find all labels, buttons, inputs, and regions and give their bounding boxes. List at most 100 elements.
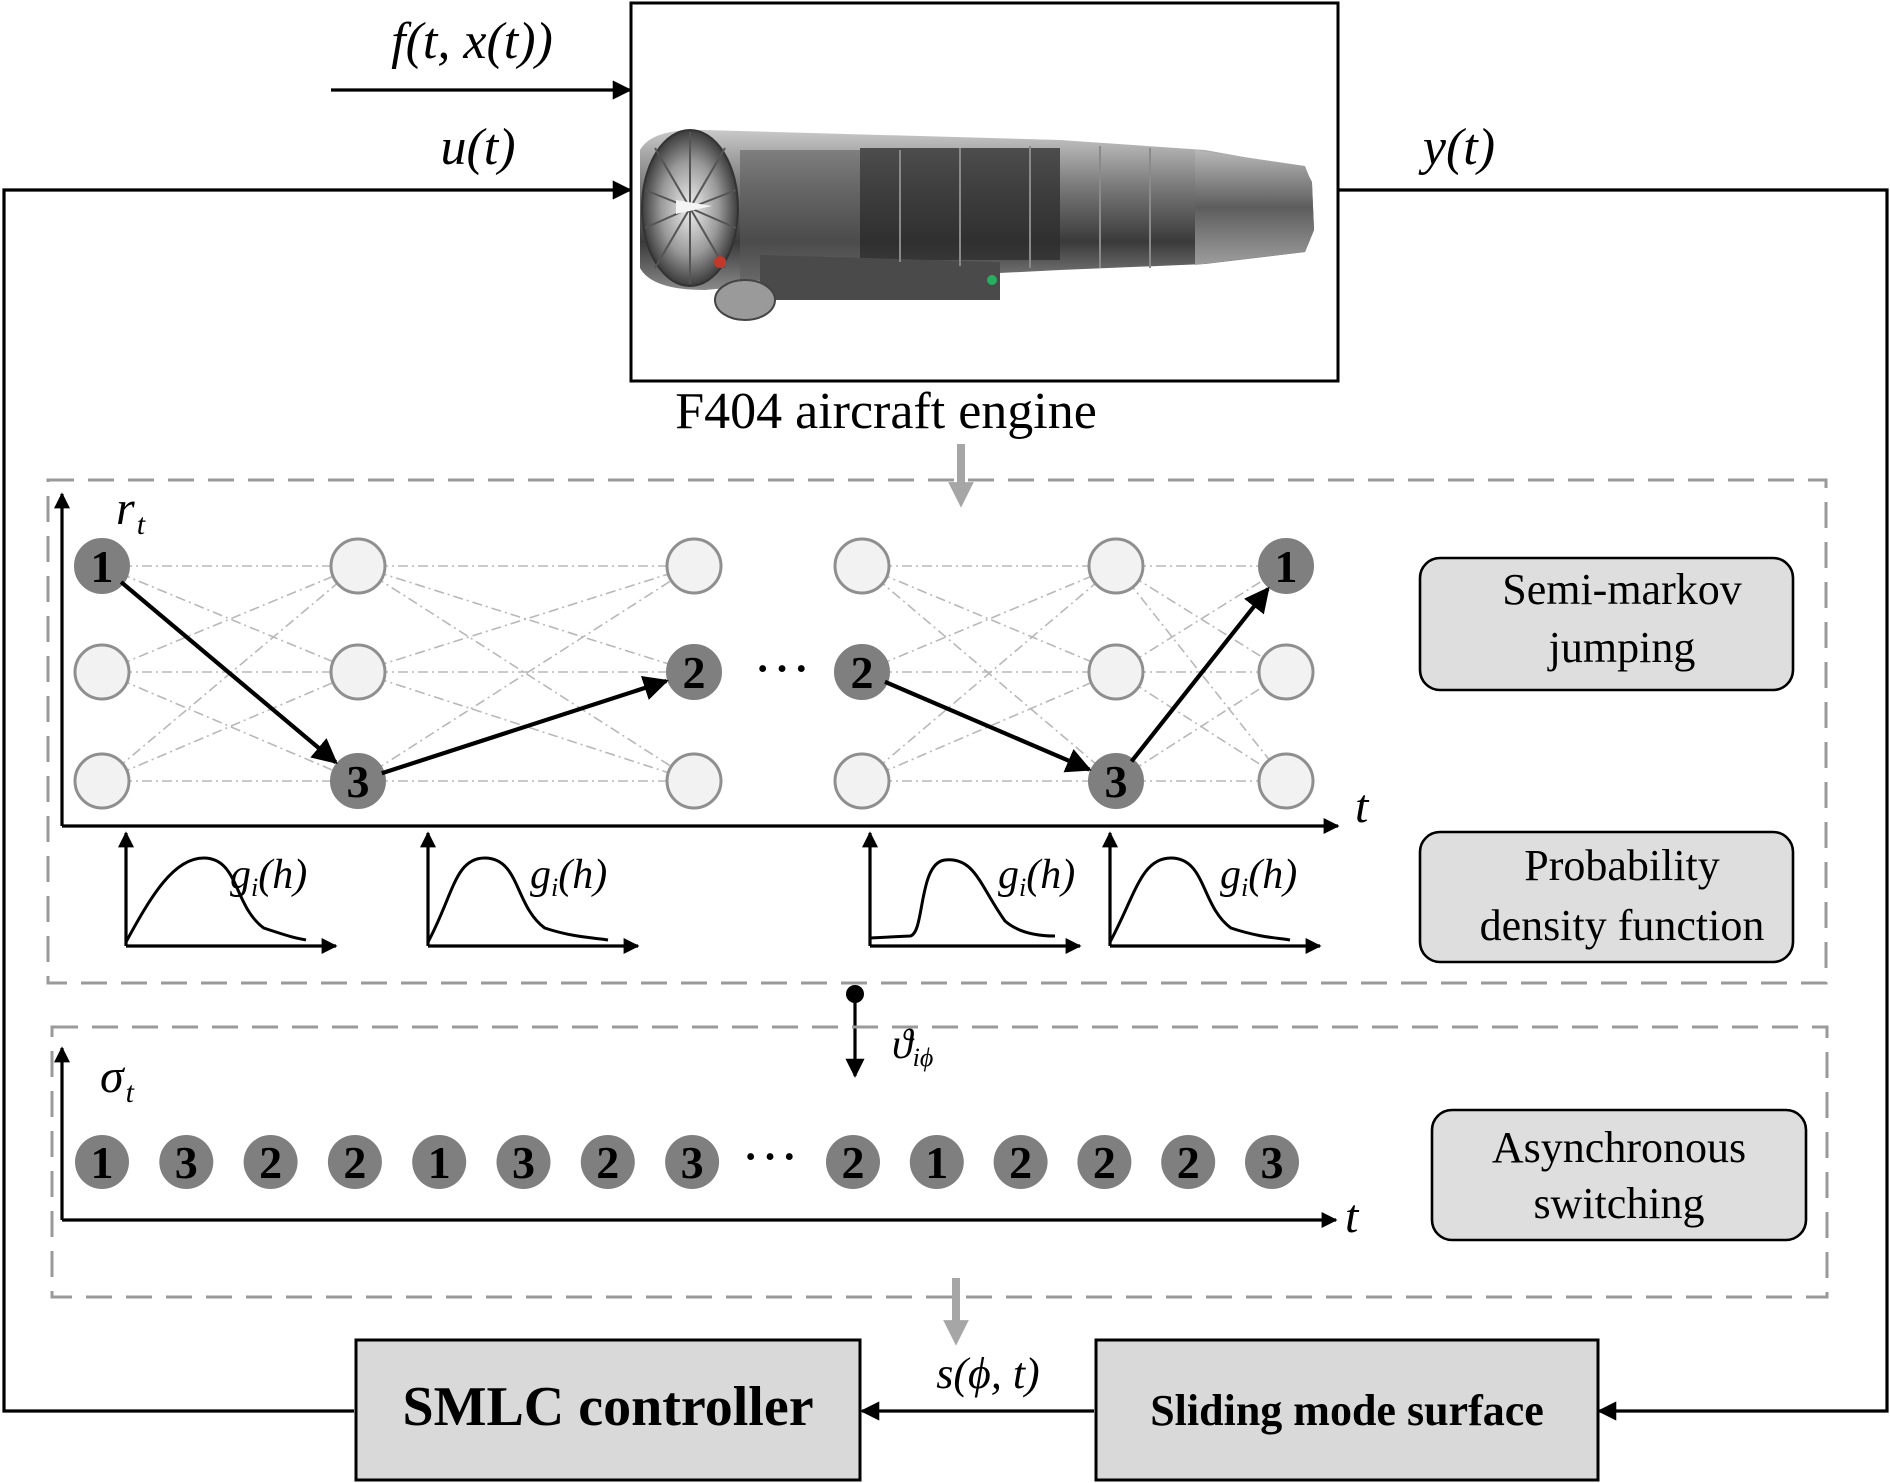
semi-markov-badge xyxy=(1418,556,1795,692)
switch-state-label: 3 xyxy=(175,1137,198,1188)
mode-node-inactive xyxy=(329,537,387,595)
jump-arrow xyxy=(119,580,338,764)
pdf-plots: gi(h)gi(h)gi(h)gi(h) xyxy=(118,831,1322,954)
mode-node-inactive xyxy=(833,752,891,810)
smlc-controller-label: SMLC controller xyxy=(402,1376,813,1438)
semi-markov-badge-line1: Semi-markov xyxy=(1502,565,1742,614)
switch-state-node xyxy=(243,1135,298,1189)
async-badge-line1: Asynchronous xyxy=(1492,1123,1746,1172)
control-input-label: u(t) xyxy=(440,119,515,176)
switch-state-label: 2 xyxy=(1093,1137,1116,1188)
mesh-line xyxy=(1115,671,1287,782)
semi-markov-frame xyxy=(46,478,1828,985)
switch-state-node xyxy=(580,1135,635,1189)
switch-state-node xyxy=(159,1135,214,1189)
pdf-label: gi(h) xyxy=(530,852,607,902)
jet-engine-photo xyxy=(640,129,1314,321)
async-link-label: ϑiϕ xyxy=(892,1022,933,1072)
engine-caption: F404 aircraft engine xyxy=(675,383,1097,440)
mesh-line xyxy=(101,671,359,782)
switch-state-label: 2 xyxy=(842,1137,865,1188)
surface-signal-label: s(ϕ, t) xyxy=(936,1349,1039,1398)
switch-state-node xyxy=(993,1135,1048,1189)
mode-node-label: 2 xyxy=(851,647,874,698)
switch-state-node xyxy=(1245,1135,1299,1189)
mesh-line xyxy=(861,671,1117,782)
plant-block: F404 aircraft engine f(t, x(t)) u(t) y(t… xyxy=(331,1,1495,440)
smlc-controller-block xyxy=(354,1338,862,1482)
mode-node-inactive xyxy=(665,537,723,595)
disturbance-label: f(t, x(t)) xyxy=(391,13,553,70)
switch-state-node xyxy=(75,1135,129,1189)
mode-node-inactive xyxy=(1257,752,1315,810)
sliding-mode-surface-label: Sliding mode surface xyxy=(1150,1386,1544,1435)
switch-state-label: 2 xyxy=(259,1137,282,1188)
output-label: y(t) xyxy=(1418,119,1495,176)
pdf-curve xyxy=(869,858,1056,940)
switch-state-node xyxy=(665,1135,720,1189)
mode-node-label: 1 xyxy=(1275,541,1298,592)
jump-arrow xyxy=(884,679,1092,773)
mode-node-active xyxy=(666,644,722,700)
feedback-loop: SMLC controller Sliding mode surface s(ϕ… xyxy=(2,180,1889,1482)
mesh-line xyxy=(101,565,359,673)
pdf-curve xyxy=(426,856,609,943)
mode-node-active xyxy=(74,538,130,594)
mode-node-label: 3 xyxy=(1105,756,1128,807)
switching-frame xyxy=(50,1025,1829,1299)
pdf-badge xyxy=(1418,830,1795,964)
switch-state-label: 1 xyxy=(428,1137,451,1188)
switch-state-label: 1 xyxy=(91,1137,114,1188)
pdf-label: gi(h) xyxy=(998,852,1075,902)
switch-state-label: 2 xyxy=(1009,1137,1032,1188)
mesh-line xyxy=(861,565,1117,673)
mesh-line xyxy=(1115,565,1287,673)
sigma-axis-x-label: t xyxy=(1345,1190,1360,1243)
sliding-mode-surface-block xyxy=(1094,1338,1600,1482)
switch-state-node xyxy=(1077,1135,1132,1189)
switch-state-node xyxy=(412,1135,467,1189)
semi-markov-badge-line2: jumping xyxy=(1547,623,1696,672)
mode-ellipsis: ··· xyxy=(753,636,811,701)
mesh-line xyxy=(357,565,695,673)
mesh-line xyxy=(357,565,695,782)
async-badge-line2: switching xyxy=(1533,1179,1704,1228)
mode-node-label: 3 xyxy=(347,756,370,807)
mode-node-inactive xyxy=(665,752,723,810)
mesh-line xyxy=(101,565,359,673)
mode-node-label: 2 xyxy=(683,647,706,698)
switch-state-node xyxy=(909,1135,964,1189)
async-badge xyxy=(1430,1108,1808,1242)
mesh-line xyxy=(357,565,695,673)
switch-state-label: 2 xyxy=(596,1137,619,1188)
mode-node-active xyxy=(834,644,890,700)
mode-node-inactive xyxy=(1087,643,1145,701)
jump-path xyxy=(119,580,1270,776)
mesh-line xyxy=(1115,565,1287,782)
mesh-line xyxy=(357,671,695,782)
mesh-line xyxy=(101,671,359,782)
mesh-line xyxy=(357,565,695,782)
pdf-badge-line2: density function xyxy=(1480,901,1765,950)
rt-axis-x-label: t xyxy=(1355,780,1370,833)
switch-state-node xyxy=(496,1135,551,1189)
switch-state-label: 3 xyxy=(512,1137,535,1188)
mode-node-inactive xyxy=(833,537,891,595)
mode-node-inactive xyxy=(329,643,387,701)
switch-state-node xyxy=(1161,1135,1216,1189)
switching-ellipsis: ··· xyxy=(741,1124,799,1189)
switch-state-node xyxy=(327,1135,382,1189)
switch-state-label: 2 xyxy=(343,1137,366,1188)
switch-state-node xyxy=(826,1135,880,1189)
mesh-line xyxy=(861,565,1117,782)
async-link: ϑiϕ xyxy=(845,985,933,1078)
mode-node-inactive xyxy=(1087,537,1145,595)
sigma-axis-y-label: σt xyxy=(100,1050,135,1109)
mode-node-active xyxy=(1088,753,1144,809)
mode-node-active xyxy=(1258,538,1314,594)
rt-axis-y-label: rt xyxy=(116,482,146,541)
